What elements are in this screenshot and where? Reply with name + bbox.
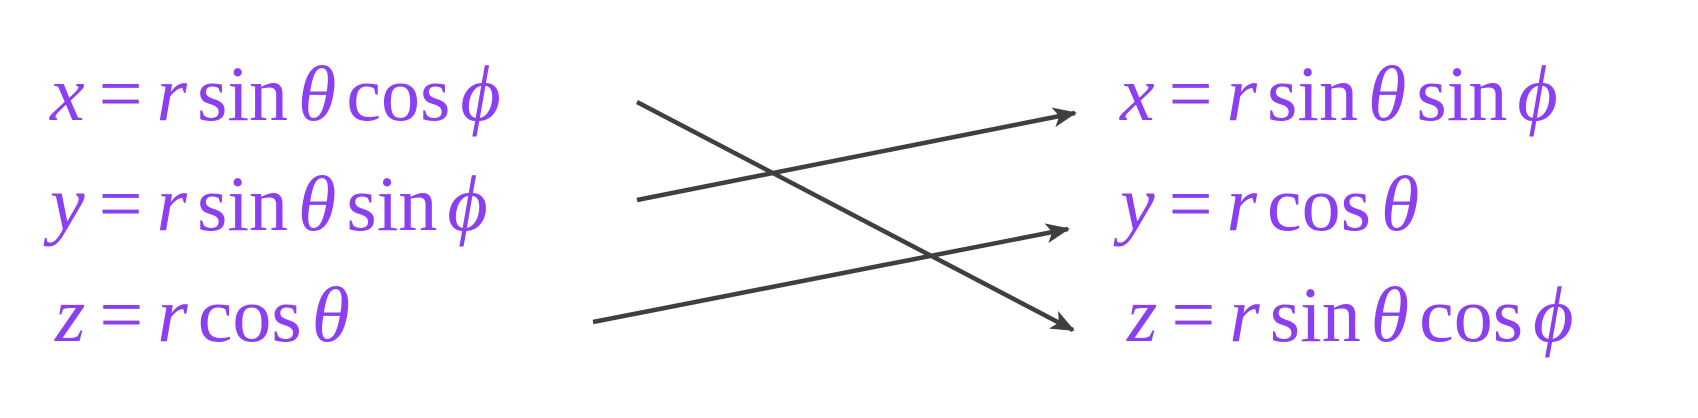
arrow-y-to-x	[636, 107, 1077, 203]
arrow-z-to-y	[592, 223, 1070, 325]
arrow-x-to-z	[635, 100, 1075, 332]
